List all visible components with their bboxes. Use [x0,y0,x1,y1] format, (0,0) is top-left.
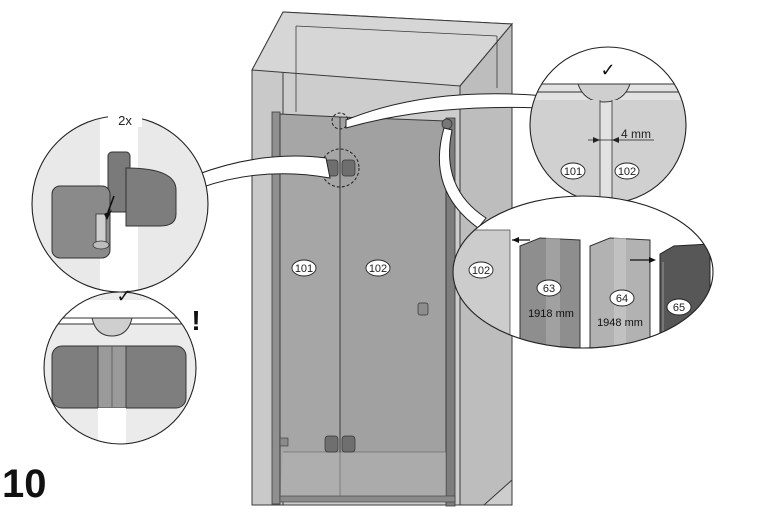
profile-panel-label: 102 [472,265,490,277]
bottom-hinge [324,435,356,453]
door-panel-102 [339,116,447,501]
top-right-marker [441,118,453,130]
seal-check-mark: ✓ [116,286,131,306]
profile-length-64: 1948 mm [597,317,643,329]
shower-tray [280,452,446,500]
seal-callout: ✓ ! [43,286,201,445]
profile-label-64: 64 [616,293,628,305]
step-number: 10 [2,462,47,506]
gap-label-101: 101 [564,166,582,178]
warning-mark: ! [191,305,200,336]
gap-callout: ✓ 4 mm 101 102 [529,46,687,204]
shower-enclosure: 101 102 [251,11,514,507]
profile-label-65: 65 [673,302,685,314]
gap-dimension-label: 4 mm [621,127,651,141]
door-handle [417,302,429,316]
profile-label-63: 63 [543,283,555,295]
top-hinge [320,148,360,188]
gap-label-102: 102 [618,166,636,178]
profile-length-63: 1918 mm [528,308,574,320]
hinge-callout: 2x [31,113,209,293]
bottom-rail [279,495,456,503]
quantity-label: 2x [118,113,132,128]
panel-label-101: 101 [295,263,313,275]
panel-label-102: 102 [369,263,387,275]
gap-check-mark: ✓ [600,60,615,80]
